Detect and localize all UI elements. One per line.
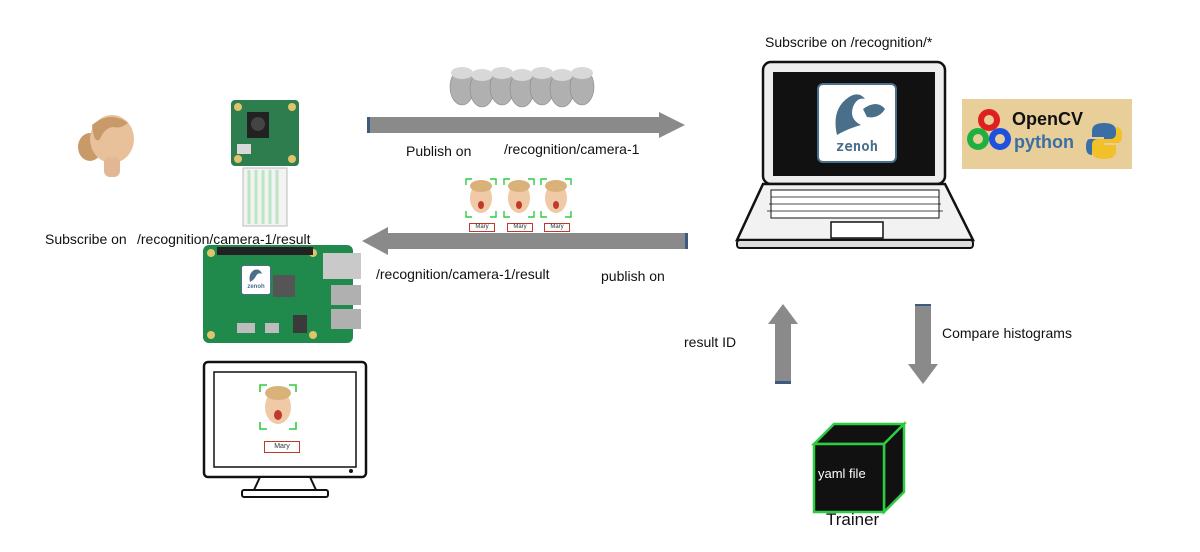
raspberry-pi-board: zenoh <box>203 245 365 343</box>
zenoh-dragon-icon <box>249 269 262 282</box>
result-topic-label: /recognition/camera-1/result <box>376 266 550 282</box>
face-name-label: Mary <box>469 223 495 232</box>
zenoh-logo-text: zenoh <box>835 139 879 155</box>
zenoh-dragon-icon <box>835 94 885 135</box>
trainer-label: Trainer <box>826 510 880 529</box>
laptop-subscribe-label: Subscribe on /recognition/* <box>765 34 933 50</box>
publish-topic-label: /recognition/camera-1 <box>504 141 640 157</box>
python-icon <box>1086 123 1122 159</box>
recognized-faces-group: Mary Mary Mary <box>464 177 576 233</box>
person-profile-icon <box>78 115 134 177</box>
opencv-icon <box>967 109 1011 150</box>
opencv-python-logo: OpenCV python <box>962 99 1132 169</box>
zenoh-logo-text: zenoh <box>247 284 265 290</box>
monitor-face-icon <box>259 384 297 430</box>
result-id-label: result ID <box>684 334 737 350</box>
publish-on-result-label: publish on <box>601 268 665 284</box>
subscribe-topic-label: /recognition/camera-1/result <box>137 231 311 247</box>
gray-faces-icon <box>449 67 595 108</box>
result-arrow <box>362 227 688 255</box>
subscribe-on-label: Subscribe on <box>45 231 127 247</box>
yaml-cube-icon <box>810 420 908 516</box>
publish-arrow <box>367 112 685 138</box>
down-arrow <box>908 304 938 384</box>
opencv-label: OpenCV <box>1012 109 1084 129</box>
monitor-name-label: Mary <box>264 441 300 453</box>
camera-module-icon <box>231 100 299 227</box>
up-arrow <box>768 304 798 384</box>
face-icon <box>465 178 572 218</box>
raspberry-pi-icon <box>203 245 361 343</box>
face-name-label: Mary <box>507 223 533 232</box>
yaml-file-label: yaml file <box>818 466 866 481</box>
publish-on-label: Publish on <box>406 143 472 159</box>
face-name-label: Mary <box>544 223 570 232</box>
zenoh-logo-large: zenoh <box>817 83 897 163</box>
zenoh-logo-small: zenoh <box>241 265 271 295</box>
compare-histograms-label: Compare histograms <box>942 325 1072 341</box>
python-label: python <box>1014 132 1074 152</box>
